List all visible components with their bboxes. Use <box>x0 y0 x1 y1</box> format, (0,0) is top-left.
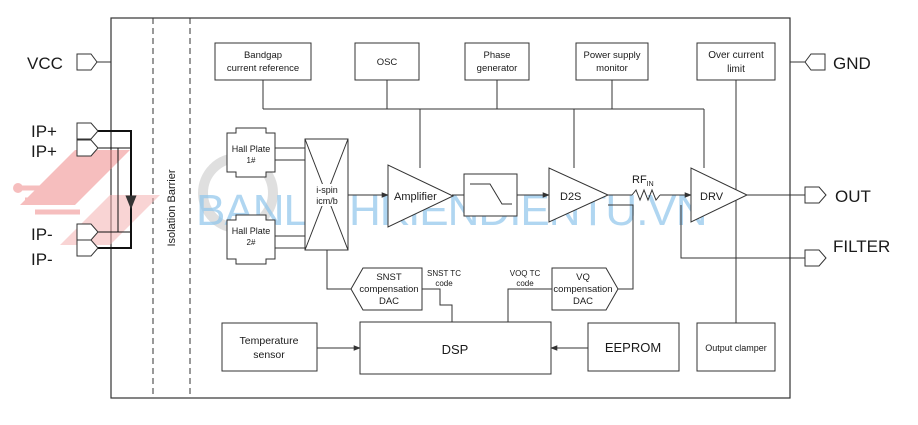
d2s-label: D2S <box>560 191 581 203</box>
watermark-text: BANLINHKIENDIENTU.VN <box>196 186 707 235</box>
output-clamper-label: Output clamper <box>705 343 767 353</box>
over-current-limit-block: Over current limit <box>696 42 776 81</box>
phase-generator-block: Phase generator <box>464 42 530 81</box>
pin-out: OUT <box>804 186 871 206</box>
hall-plate-1-index: 1# <box>247 156 256 165</box>
isolation-barrier-label: Isolation Barrier <box>166 169 178 246</box>
voq-tc-code-label-2: code <box>516 279 534 288</box>
power-supply-monitor-block: Power supply monitor <box>575 42 649 81</box>
low-pass-filter-block <box>463 173 518 217</box>
temperature-label-2: sensor <box>253 349 285 361</box>
rf-in-label: RFIN <box>632 174 654 188</box>
bandgap-block: Bandgap current reference <box>214 42 312 81</box>
i-spin-label-2: icm/b <box>316 196 338 206</box>
phase-label-1: Phase <box>484 50 511 61</box>
hall-plate-1: Hall Plate 1# <box>226 127 276 178</box>
pin-ip-minus-1-label: IP- <box>31 225 53 244</box>
vq-label-3: DAC <box>573 296 593 307</box>
output-clamper-block: Output clamper <box>696 322 776 372</box>
pin-gnd: GND <box>804 53 871 73</box>
bandgap-label-1: Bandgap <box>244 50 282 61</box>
eeprom-label: EEPROM <box>605 340 661 355</box>
snst-label-3: DAC <box>379 296 399 307</box>
hall-plate-2: Hall Plate 2# <box>226 214 276 265</box>
d2s-block: D2S <box>548 167 610 223</box>
vq-compensation-dac: VQ compensation DAC <box>551 267 619 311</box>
pin-gnd-label: GND <box>833 54 871 73</box>
pin-ip-minus-2: IP- <box>31 239 99 269</box>
hall-plate-1-label: Hall Plate <box>232 144 271 154</box>
osc-label: OSC <box>377 57 398 68</box>
psm-label-1: Power supply <box>583 50 640 61</box>
pin-ip-plus-2: IP+ <box>31 139 99 161</box>
hall-plate-2-label: Hall Plate <box>232 226 271 236</box>
pin-ip-minus-2-label: IP- <box>31 250 53 269</box>
pin-ip-minus-1: IP- <box>31 223 99 244</box>
pin-filter: FILTER <box>804 237 890 267</box>
drv-block: DRV <box>690 167 749 223</box>
temperature-label-1: Temperature <box>240 335 299 347</box>
vq-label-1: VQ <box>576 272 590 283</box>
amplifier-label: Amplifier <box>394 191 437 203</box>
psm-label-2: monitor <box>596 63 628 74</box>
snst-label-1: SNST <box>376 272 402 283</box>
snst-label-2: compensation <box>359 284 418 295</box>
dsp-block: DSP <box>359 321 552 375</box>
temperature-sensor-block: Temperature sensor <box>221 322 318 372</box>
vq-label-2: compensation <box>553 284 612 295</box>
osc-block: OSC <box>354 42 420 81</box>
i-spin-switch: i-spin icm/b <box>304 138 349 251</box>
snst-tc-code-label-2: code <box>435 279 453 288</box>
pin-ip-plus-1: IP+ <box>31 122 99 141</box>
drv-label: DRV <box>700 191 724 203</box>
wires <box>97 61 805 351</box>
snst-tc-code-label-1: SNST TC <box>427 269 461 278</box>
pin-ip-plus-2-label: IP+ <box>31 142 57 161</box>
pin-vcc: VCC <box>27 53 98 73</box>
eeprom-block: EEPROM <box>587 322 680 372</box>
pin-vcc-label: VCC <box>27 54 63 73</box>
ocl-label-1: Over current <box>708 50 764 61</box>
amplifier-block: Amplifier <box>387 164 455 228</box>
hall-plate-2-index: 2# <box>247 238 256 247</box>
pin-filter-label: FILTER <box>833 237 890 256</box>
phase-label-2: generator <box>477 63 518 74</box>
dsp-label: DSP <box>442 342 469 357</box>
i-spin-label-1: i-spin <box>316 185 338 195</box>
pin-out-label: OUT <box>835 187 871 206</box>
pin-ip-plus-1-label: IP+ <box>31 122 57 141</box>
ocl-label-2: limit <box>727 64 745 75</box>
bandgap-label-2: current reference <box>227 63 299 74</box>
rf-in-resistor: RFIN <box>632 174 654 188</box>
voq-tc-code-label-1: VOQ TC <box>510 269 541 278</box>
snst-compensation-dac: SNST compensation DAC <box>350 267 423 311</box>
